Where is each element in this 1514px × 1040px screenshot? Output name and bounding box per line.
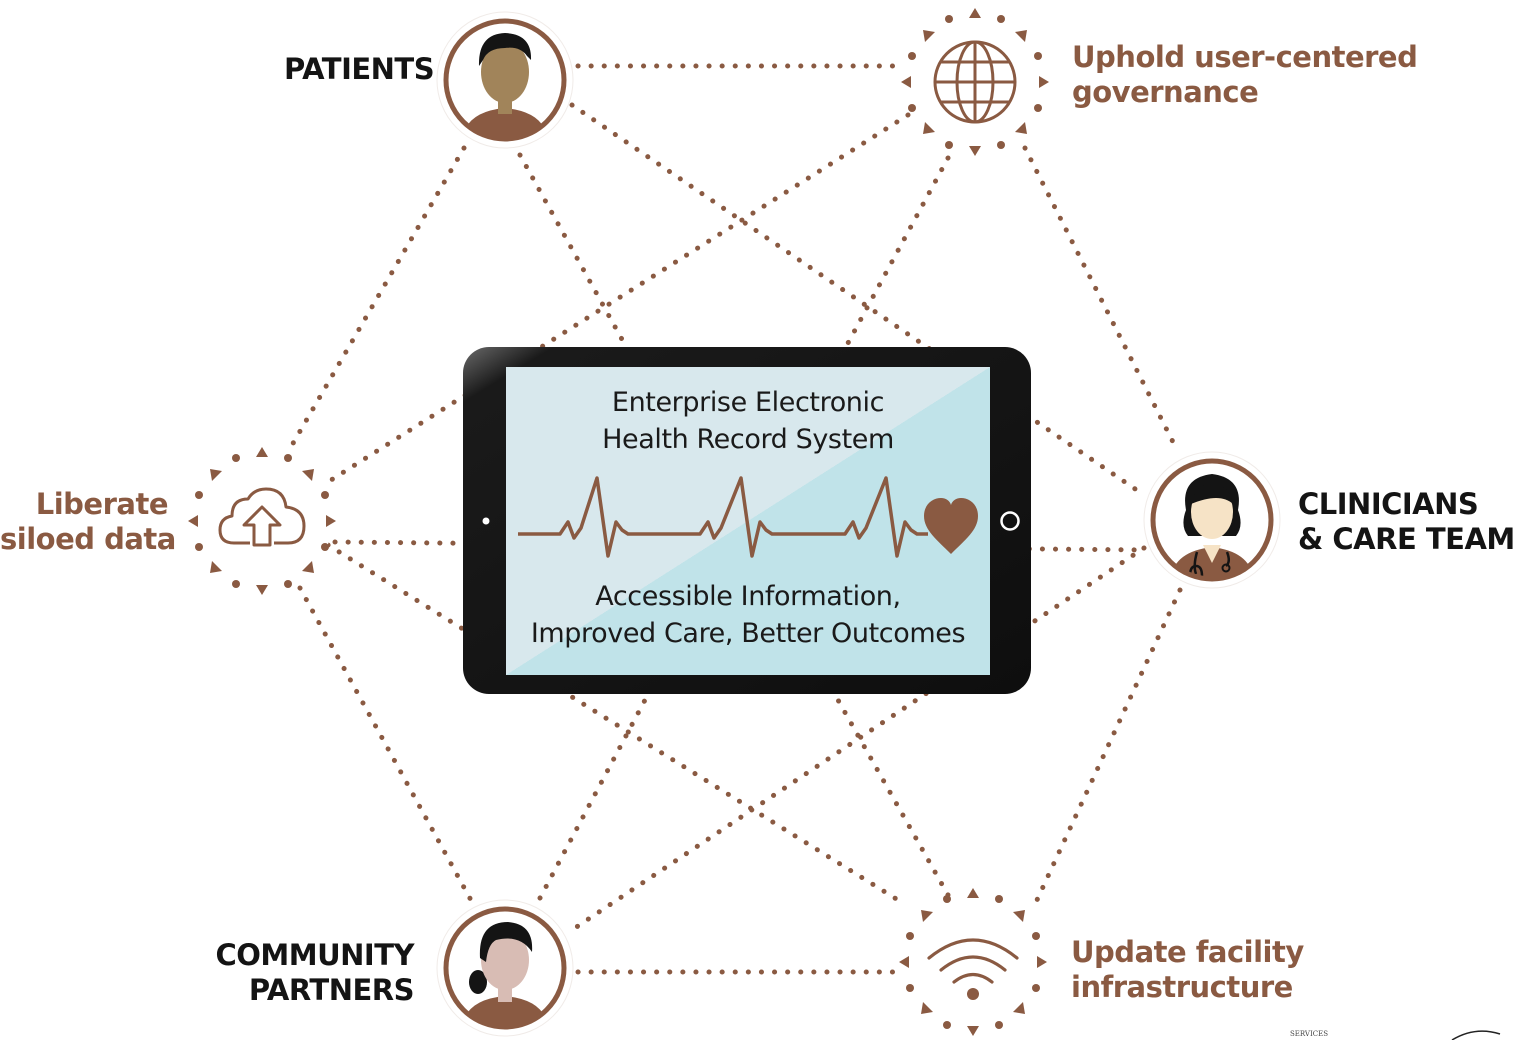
label-line: siloed data <box>0 522 176 556</box>
screen-title-line: Enterprise Electronic <box>611 387 885 418</box>
seal-text: SERVICES <box>1290 1030 1329 1038</box>
connector-governance-tablet <box>845 155 951 346</box>
label-line: CLINICIANS <box>1298 487 1479 521</box>
label-line: Uphold user-centered <box>1072 40 1418 74</box>
label-line: & CARE TEAM <box>1298 522 1514 556</box>
heartbeat-line-icon <box>518 476 928 558</box>
connector-community-tablet <box>537 697 648 901</box>
connector-liberate-infrastructure <box>325 542 909 908</box>
connector-patients-liberate <box>285 145 467 455</box>
label-line: governance <box>1072 75 1259 109</box>
cloud-upload-icon <box>188 447 336 595</box>
connector-clinicians-infrastructure <box>1034 587 1183 903</box>
label-governance: Uphold user-centered governance <box>1072 40 1418 110</box>
label-liberate: Liberate siloed data <box>0 487 176 557</box>
connector-liberate-community <box>297 585 475 905</box>
label-community: COMMUNITY PARTNERS <box>150 938 414 1008</box>
partner-avatar-icon <box>436 899 574 1037</box>
label-line: COMMUNITY <box>215 938 414 972</box>
tablet-home-button <box>1000 511 1020 531</box>
label-line: Liberate <box>35 487 169 521</box>
seal-logo <box>1451 1030 1501 1040</box>
label-line: PATIENTS <box>284 52 435 86</box>
label-patients: PATIENTS <box>284 52 435 87</box>
label-line: PARTNERS <box>248 973 415 1007</box>
label-line: infrastructure <box>1071 970 1293 1004</box>
screen-subtitle-line: Accessible Information, <box>595 581 901 612</box>
wifi-icon <box>899 888 1047 1036</box>
label-clinicians: CLINICIANS & CARE TEAM <box>1298 487 1514 557</box>
heart-icon <box>924 498 978 554</box>
patient-avatar-icon <box>436 11 574 149</box>
connector-patients-clinicians <box>569 102 1147 498</box>
tablet-camera <box>482 517 490 525</box>
connector-infrastructure-tablet <box>835 697 951 898</box>
connector-governance-liberate <box>325 112 911 485</box>
connector-governance-clinicians <box>1022 145 1181 455</box>
screen-title-line: Health Record System <box>602 424 894 455</box>
globe-icon <box>901 8 1049 156</box>
label-infrastructure: Update facility infrastructure <box>1071 935 1304 1005</box>
screen-subtitle-line: Improved Care, Better Outcomes <box>530 618 966 649</box>
connector-patients-tablet <box>517 152 627 346</box>
screen-title: Enterprise Electronic Health Record Syst… <box>506 384 990 458</box>
screen-subtitle: Accessible Information, Improved Care, B… <box>506 578 990 652</box>
clinician-avatar-icon <box>1143 451 1281 589</box>
tablet-device <box>463 347 1031 694</box>
label-line: Update facility <box>1071 935 1304 969</box>
